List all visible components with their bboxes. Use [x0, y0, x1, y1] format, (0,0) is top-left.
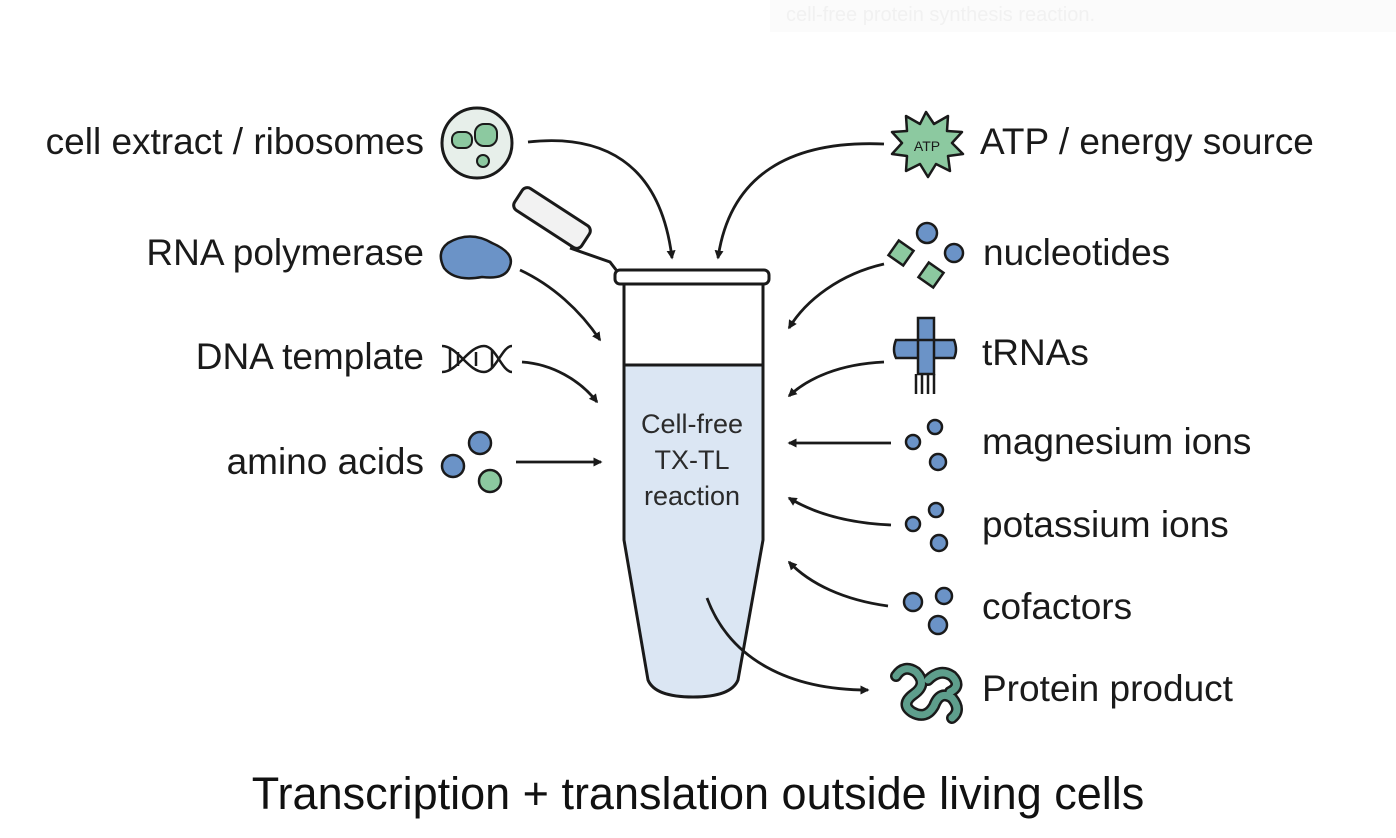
tube-label-line-1: Cell-free	[640, 409, 744, 439]
arrow-ribosomes	[527, 139, 676, 260]
arrow-trnas	[787, 360, 885, 398]
arrow-cofactors	[787, 560, 889, 608]
amino-acid-molecules-icon	[440, 430, 503, 494]
atp-icon-text: ATP	[914, 138, 940, 154]
label-dna-template: DNA template	[195, 336, 424, 377]
nucleotides-icon	[886, 221, 965, 290]
polymerase-blob-icon	[439, 235, 513, 280]
folded-protein-icon	[890, 662, 963, 724]
arrow-protein-output	[705, 597, 870, 695]
arrow-polymerase	[519, 268, 602, 342]
cofactor-molecules-icon	[902, 586, 954, 636]
label-potassium-ions: potassium ions	[982, 504, 1229, 545]
tube-label-line-3: reaction	[643, 481, 741, 511]
tube-body	[622, 280, 765, 699]
diagram-caption: Transcription + translation outside livi…	[251, 768, 1145, 819]
ribosome-icon	[440, 106, 514, 180]
label-magnesium-ions: magnesium ions	[982, 421, 1252, 462]
label-trnas: tRNAs	[982, 332, 1089, 373]
label-rna-polymerase: RNA polymerase	[146, 232, 424, 273]
arrow-dna	[521, 360, 599, 404]
arrows	[516, 139, 892, 695]
tube-liquid	[624, 365, 763, 697]
label-protein-product: Protein product	[982, 668, 1233, 709]
tube-cap-hinge	[569, 246, 622, 276]
dna-helix-icon	[441, 344, 513, 374]
label-nucleotides: nucleotides	[983, 232, 1171, 273]
arrow-atp	[714, 142, 885, 260]
faded-header-fragment: cell-free protein synthesis reaction.	[770, 0, 1396, 32]
magnesium-ions-icon	[904, 418, 948, 472]
faded-header-text: cell-free protein synthesis reaction.	[786, 4, 1096, 26]
potassium-ions-icon	[904, 501, 949, 553]
trna-icon	[892, 316, 958, 394]
label-cofactors: cofactors	[982, 586, 1133, 627]
label-atp-energy-source: ATP / energy source	[980, 121, 1314, 162]
label-amino-acids: amino acids	[226, 441, 424, 482]
tube-label: Cell-free TX-TL reaction	[612, 406, 772, 514]
reaction-tube	[512, 186, 771, 699]
label-cell-extract-ribosomes: cell extract / ribosomes	[45, 121, 424, 162]
tube-cap	[512, 186, 592, 250]
arrow-nucleotides	[787, 262, 885, 330]
tube-label-line-2: TX-TL	[654, 445, 730, 475]
atp-starburst-icon: ATP	[890, 110, 965, 179]
arrow-potassium	[787, 496, 892, 527]
tube-rim	[613, 268, 771, 286]
